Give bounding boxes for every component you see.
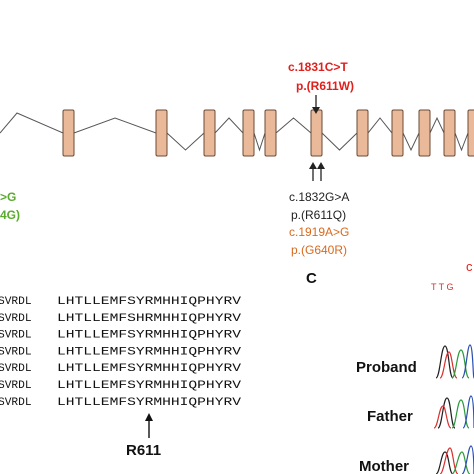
trace-mother-black — [435, 451, 454, 474]
r611-label: R611 — [126, 442, 161, 459]
variant-c1919-protein: p.(G640R) — [291, 243, 347, 257]
exon-9 — [418, 109, 431, 157]
exon-5 — [264, 109, 277, 157]
trace-proband — [435, 344, 474, 379]
exon-10 — [443, 109, 456, 157]
variant-c1831-protein: p.(R611W) — [296, 79, 354, 93]
panel-label-c: C — [306, 270, 317, 287]
gene-structure — [0, 109, 474, 157]
trace-mother-blue — [461, 445, 474, 474]
protein-alignment: SVRDL LHTLLEMFSYRMHHIQPHYRV SVRDL LHTLLEMFS… — [0, 296, 241, 409]
r611-marker: R611 — [126, 413, 161, 459]
variant-c1919-cdna: c.1919A>G — [289, 225, 349, 239]
alignment-sequence-row: LHTLLEMFSYRMHHIQPHYRV — [57, 397, 241, 409]
trace-father — [433, 395, 474, 429]
alignment-left-fragment: SVRDL — [0, 330, 32, 342]
variant-c1832-cdna: c.1832G>A — [289, 190, 349, 204]
alignment-left-fragment: SVRDL — [0, 363, 32, 375]
chromatogram-corner-letter: c — [466, 259, 473, 274]
alignment-left-fragment: SVRDL — [0, 397, 32, 409]
variant-c1832-protein: p.(R611Q) — [291, 208, 346, 222]
exon-6 — [310, 109, 323, 157]
r611-arrowhead — [145, 413, 153, 421]
variant-c1832-arrowhead — [309, 162, 317, 169]
trace-proband-green — [451, 349, 470, 379]
alignment-sequence-row: LHTLLEMFSYRMHHIQPHYRV — [57, 346, 241, 358]
exon-group — [62, 109, 474, 157]
chromatogram-panel: c T T G Proband Father Mother — [356, 259, 474, 474]
variant-c1831: c.1831C>T p.(R611W) — [288, 60, 354, 114]
trace-father-green — [451, 399, 470, 429]
trace-father-black — [437, 397, 456, 429]
alignment-left-fragment: SVRDL — [0, 380, 32, 392]
exon-2 — [155, 109, 168, 157]
alignment-sequence-row: LHTLLEMFSYRMHHIQPHYRV — [57, 330, 241, 342]
row-label-father: Father — [367, 408, 413, 425]
alignment-sequence-row: LHTLLEMFSHRMHHIQPHYRV — [57, 313, 241, 325]
exon-3 — [203, 109, 216, 157]
alignment-left-fragment: SVRDL — [0, 296, 32, 308]
trace-proband-black — [435, 345, 454, 379]
alignment-left-fragment: SVRDL — [0, 313, 32, 325]
variant-left-partial: >G 4G) — [0, 190, 20, 222]
exon-4 — [242, 109, 255, 157]
variant-left-cdna: >G — [0, 190, 16, 204]
alignment-sequence-row: LHTLLEMFSYRMHHIQPHYRV — [57, 380, 241, 392]
variant-c1831-arrowhead — [312, 107, 320, 114]
variant-c1919-arrowhead — [317, 162, 325, 169]
trace-proband-blue — [461, 344, 474, 379]
variant-bottom-group: c.1832G>A p.(R611Q) c.1919A>G p.(G640R) — [289, 162, 349, 257]
trace-mother-green — [451, 451, 471, 474]
exon-8 — [391, 109, 404, 157]
alignment-left-fragment: SVRDL — [0, 346, 32, 358]
chromatogram-base-letters: T T G — [431, 282, 454, 292]
row-label-mother: Mother — [359, 458, 409, 474]
alignment-sequence-row: LHTLLEMFSYRMHHIQPHYRV — [57, 296, 241, 308]
exon-1 — [62, 109, 75, 157]
exon-7 — [356, 109, 369, 157]
alignment-sequence-row: LHTLLEMFSYRMHHIQPHYRV — [57, 363, 241, 375]
trace-father-red — [433, 405, 452, 429]
variant-left-protein: 4G) — [0, 208, 20, 222]
row-label-proband: Proband — [356, 359, 417, 376]
variant-c1831-cdna: c.1831C>T — [288, 60, 348, 74]
trace-mother — [435, 445, 474, 474]
exon-11 — [467, 109, 474, 157]
